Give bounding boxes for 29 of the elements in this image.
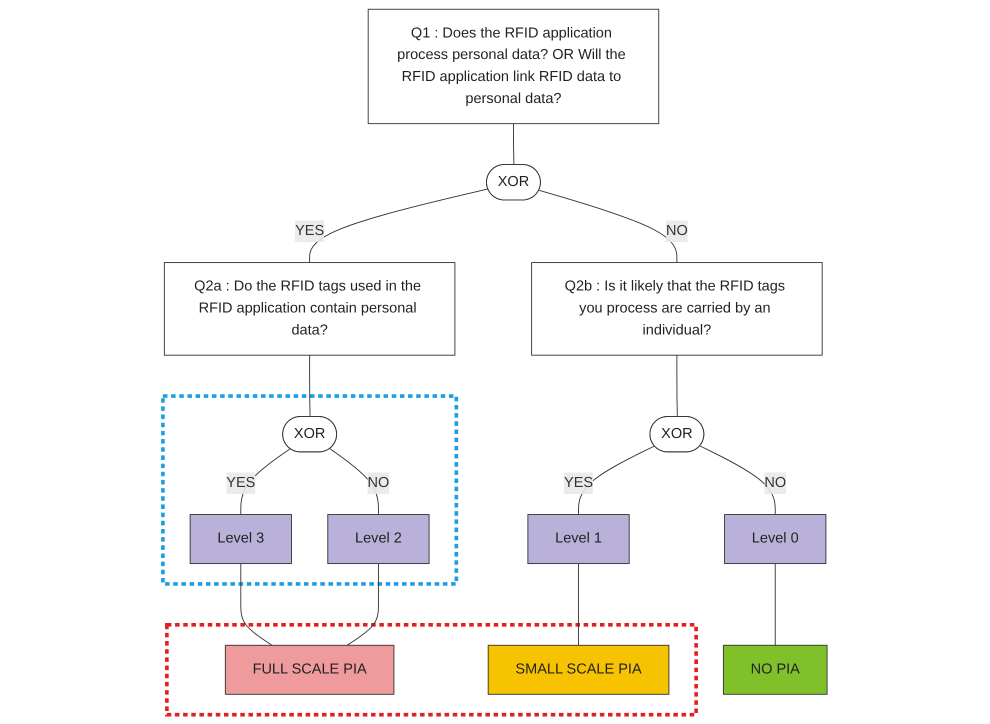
cluster [165,623,698,717]
node-box: NO PIA [722,644,828,695]
node-box: Q1 : Does the RFID application process personal data? OR Will the RFID application link RFID data to personal data? [368,8,660,124]
node-box: FULL SCALE PIA [224,644,394,695]
node-box: Level 0 [724,514,826,564]
edge-label: NO [368,475,390,490]
node-box: SMALL SCALE PIA [488,644,670,695]
connector [700,446,776,515]
cluster [161,394,458,586]
connector [774,563,776,646]
connector [309,354,311,418]
connector [578,563,579,646]
node-box: Level 2 [327,514,430,564]
edge-label: NO [764,475,786,490]
connector [330,448,379,515]
node-box: Q2a : Do the RFID tags used in the RFID application contain personal data? [164,262,456,356]
connector [309,188,489,264]
node-box: Level 1 [527,514,630,564]
edge-label: NO [666,223,688,239]
edge-label: YES [226,475,256,490]
connector [513,123,514,166]
connector [346,563,379,646]
connector [240,563,273,646]
connector [676,354,678,418]
node-box: Q2b : Is it likely that the RFID tags you process are carried by an individual? [531,262,823,356]
node-box: Level 3 [190,514,292,564]
connector [538,190,678,264]
edge-label: YES [295,223,324,239]
edge-label: YES [564,475,594,490]
